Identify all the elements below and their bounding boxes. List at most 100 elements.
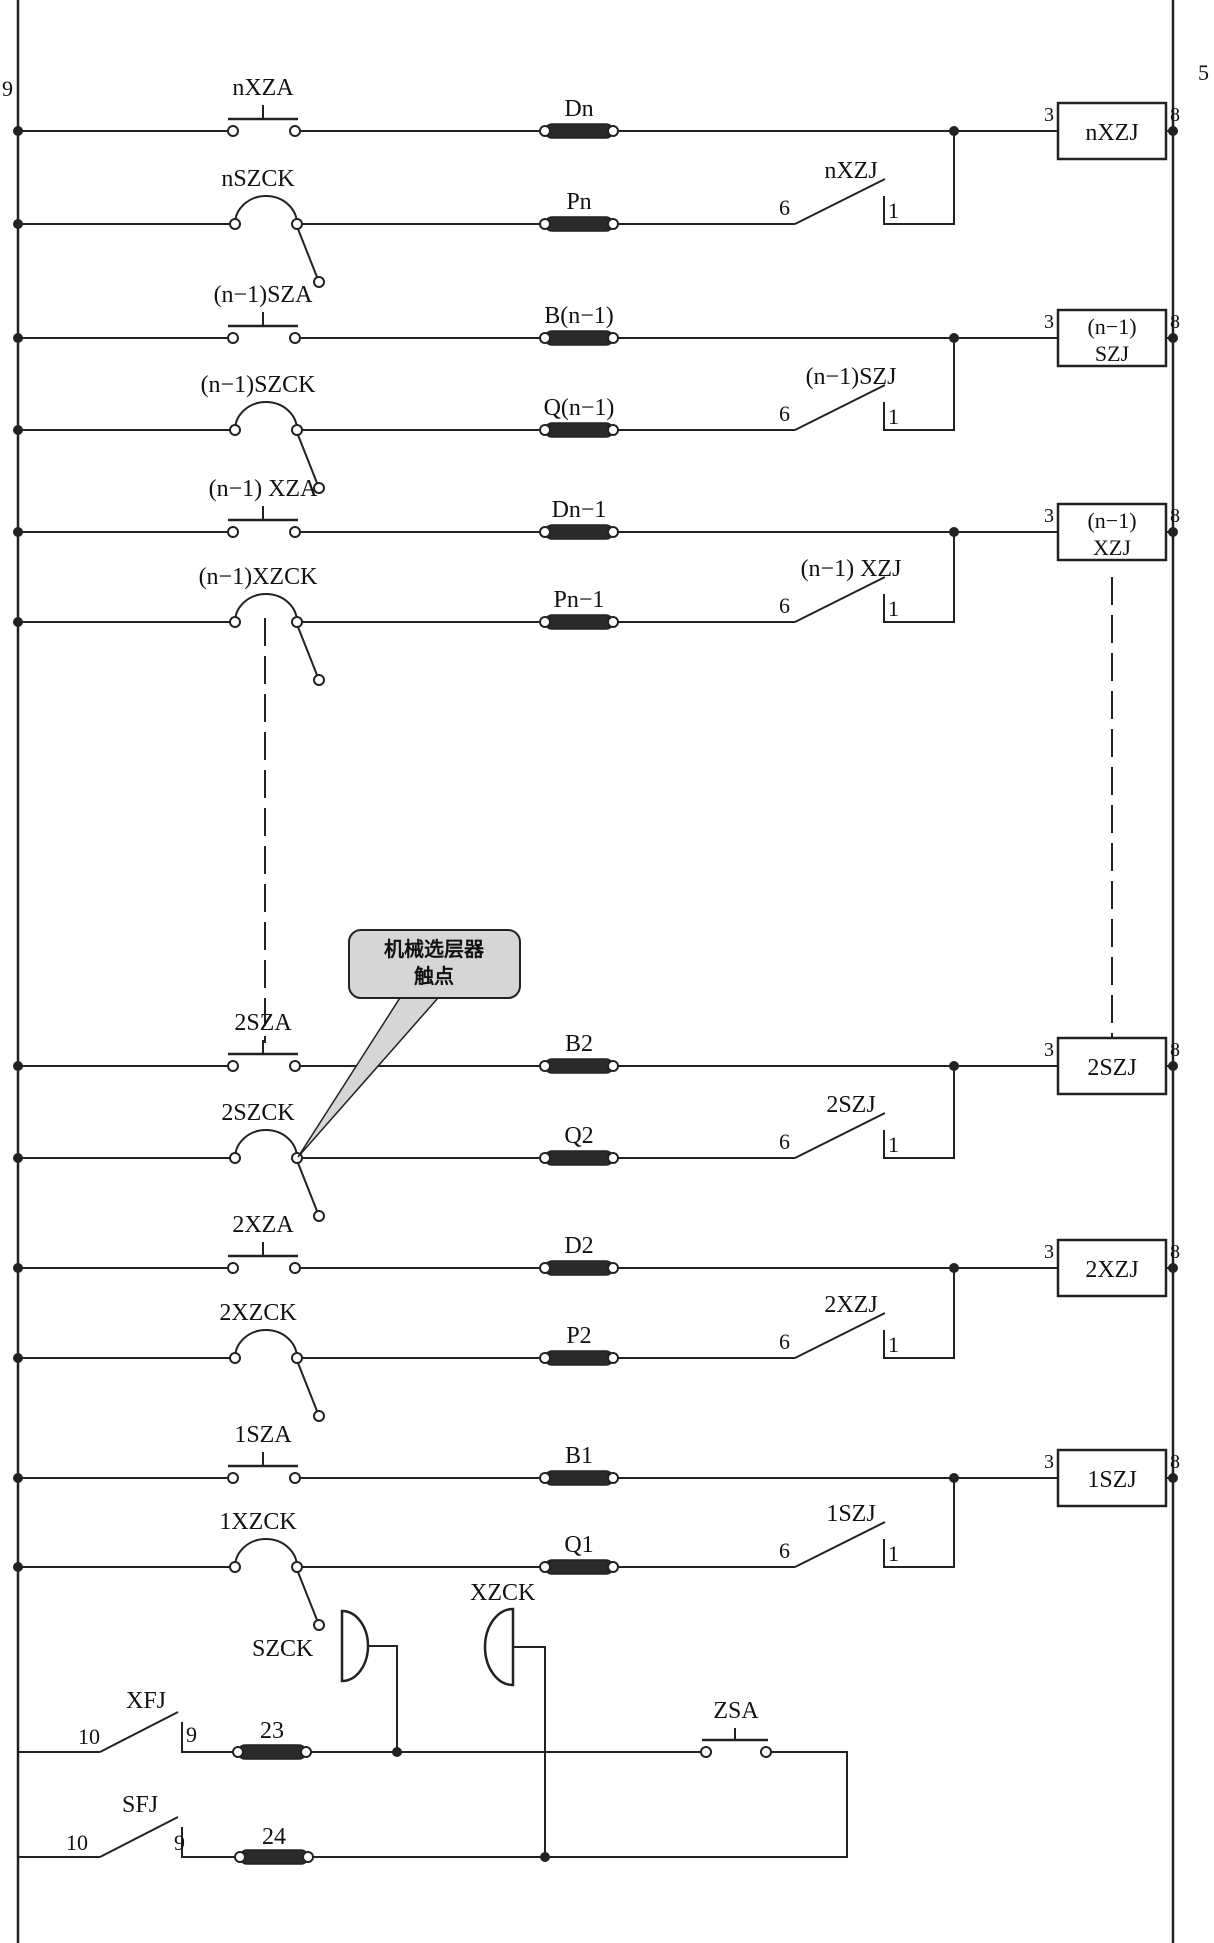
xzck-label: XZCK xyxy=(470,1580,536,1606)
relay-pin-in-1sza: 3 xyxy=(1044,1451,1054,1473)
relay-pin-out-2sza: 8 xyxy=(1170,1039,1180,1061)
fuse-label-2xza: D2 xyxy=(564,1233,593,1259)
xfj-contact xyxy=(99,1711,179,1753)
fuse-n1xza xyxy=(544,524,614,540)
holding-contact-n1xzck xyxy=(794,576,886,623)
holding-contact-nszck xyxy=(794,178,886,225)
selector-cam-1xzck xyxy=(234,1538,298,1568)
szck-cam xyxy=(340,1609,370,1683)
switch-label-n1xzck: (n−1)XZCK xyxy=(199,564,319,590)
fuse-label-2sza: B2 xyxy=(565,1031,593,1057)
contact-pin-right-2xzck: 1 xyxy=(888,1332,899,1357)
relay-pin-out-n1sza: 8 xyxy=(1170,311,1180,333)
relay-pin-in-nxza: 3 xyxy=(1044,104,1054,126)
szck-label: SZCK xyxy=(252,1636,314,1662)
fuse-1sza xyxy=(544,1470,614,1486)
relay-pin-out-nxza: 8 xyxy=(1170,104,1180,126)
relay-coil-n1sza xyxy=(1056,308,1168,368)
relay-pin-in-2sza: 3 xyxy=(1044,1039,1054,1061)
fuse-n1xzck xyxy=(544,614,614,630)
callout-line-2: 触点 xyxy=(414,964,454,988)
switch-label-nxza: nXZA xyxy=(232,75,294,101)
fuse-2xzck xyxy=(544,1350,614,1366)
fuse-2xza xyxy=(544,1260,614,1276)
relay-label-1sza: 1SZJ xyxy=(1087,1467,1136,1493)
rung-2sza: 2SZA B2 2SZJ 3 8 xyxy=(13,1010,1180,1096)
selector-contact-callout: 机械选层器 触点 xyxy=(297,929,521,1158)
holding-contact-1xzck xyxy=(794,1521,886,1568)
xfj-pin-10: 10 xyxy=(78,1724,100,1749)
fuse-label-n1szck: Q(n−1) xyxy=(544,395,615,421)
switch-label-n1szck: (n−1)SZCK xyxy=(201,372,317,398)
xfj-pin-9: 9 xyxy=(186,1722,197,1747)
right-rail-label: 5 xyxy=(1198,60,1209,85)
switch-label-2sza: 2SZA xyxy=(234,1010,292,1036)
relay-pin-out-1sza: 8 xyxy=(1170,1451,1180,1473)
sfj-pin-10: 10 xyxy=(66,1830,88,1855)
sfj-label: SFJ xyxy=(122,1792,158,1818)
fuse-label-nszck: Pn xyxy=(566,189,591,215)
xfj-label: XFJ xyxy=(126,1688,166,1714)
switch-label-n1xza: (n−1) XZA xyxy=(209,476,319,502)
switch-label-n1sza: (n−1)SZA xyxy=(214,282,314,308)
contact-pin-right-nszck: 1 xyxy=(888,198,899,223)
switch-label-1xzck: 1XZCK xyxy=(219,1509,297,1535)
fuse-n1szck xyxy=(544,422,614,438)
fuse-label-nxza: Dn xyxy=(564,96,593,122)
fuse-label-n1xza: Dn−1 xyxy=(552,497,607,523)
fuse-label-2xzck: P2 xyxy=(566,1323,591,1349)
contact-pin-left-n1szck: 6 xyxy=(779,401,790,426)
fuse-23 xyxy=(237,1744,307,1760)
relay-label-n1xza-1: (n−1) xyxy=(1087,508,1136,533)
relay-pin-in-n1sza: 3 xyxy=(1044,311,1054,333)
fuse-24-label: 24 xyxy=(262,1824,286,1850)
relay-label-2sza: 2SZJ xyxy=(1087,1055,1136,1081)
selector-cam-n1xzck xyxy=(234,593,298,623)
fuse-24 xyxy=(239,1849,309,1865)
fuse-2szck xyxy=(544,1150,614,1166)
fuse-23-label: 23 xyxy=(260,1718,284,1744)
relay-coil-1sza xyxy=(1056,1448,1168,1508)
selector-cam-nszck xyxy=(234,195,298,225)
contact-pin-right-2szck: 1 xyxy=(888,1132,899,1157)
contact-pin-right-n1szck: 1 xyxy=(888,404,899,429)
contact-pin-right-n1xzck: 1 xyxy=(888,596,899,621)
left-rail-label: 9 xyxy=(2,76,13,101)
fuse-label-1xzck: Q1 xyxy=(564,1532,593,1558)
relay-label-2xza: 2XZJ xyxy=(1085,1257,1138,1283)
contact-pin-left-nszck: 6 xyxy=(779,195,790,220)
selector-cam-n1szck xyxy=(234,401,298,431)
relay-coil-nxza xyxy=(1056,101,1168,161)
fuse-nxza xyxy=(544,123,614,139)
contact-pin-left-2szck: 6 xyxy=(779,1129,790,1154)
holding-contact-2xzck xyxy=(794,1312,886,1359)
switch-label-2xzck: 2XZCK xyxy=(219,1300,297,1326)
xzck-cam xyxy=(483,1607,515,1687)
sfj-pin-9: 9 xyxy=(174,1830,185,1855)
holding-contact-2szck xyxy=(794,1112,886,1159)
contact-label-nszck: nXZJ xyxy=(824,158,877,184)
holding-contact-n1szck xyxy=(794,384,886,431)
switch-label-2xza: 2XZA xyxy=(232,1212,294,1238)
relay-pin-out-n1xza: 8 xyxy=(1170,505,1180,527)
fuse-nszck xyxy=(544,216,614,232)
fuse-label-1sza: B1 xyxy=(565,1443,593,1469)
selector-cam-2xzck xyxy=(234,1329,298,1359)
fuse-label-2szck: Q2 xyxy=(564,1123,593,1149)
fuse-n1sza xyxy=(544,330,614,346)
contact-label-2szck: 2SZJ xyxy=(826,1092,875,1118)
fuse-2sza xyxy=(544,1058,614,1074)
contact-pin-left-n1xzck: 6 xyxy=(779,593,790,618)
